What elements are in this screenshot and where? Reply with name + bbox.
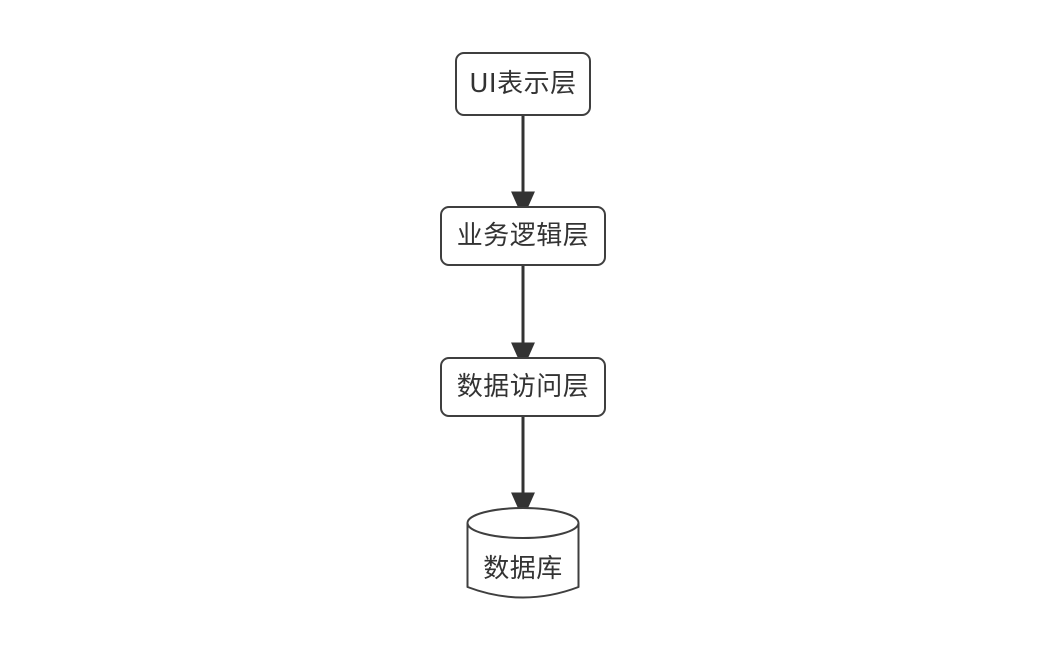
node-label: 数据库 bbox=[483, 554, 563, 584]
node-ui-presentation-layer[interactable]: UI表示层 bbox=[455, 52, 591, 116]
node-data-access-layer[interactable]: 数据访问层 bbox=[440, 357, 606, 417]
node-label: 业务逻辑层 bbox=[456, 221, 590, 251]
cylinder-icon bbox=[466, 507, 580, 599]
node-label: UI表示层 bbox=[469, 69, 577, 99]
node-label: 数据访问层 bbox=[456, 372, 590, 402]
node-business-logic-layer[interactable]: 业务逻辑层 bbox=[440, 206, 606, 266]
node-database[interactable]: 数据库 bbox=[466, 507, 580, 607]
